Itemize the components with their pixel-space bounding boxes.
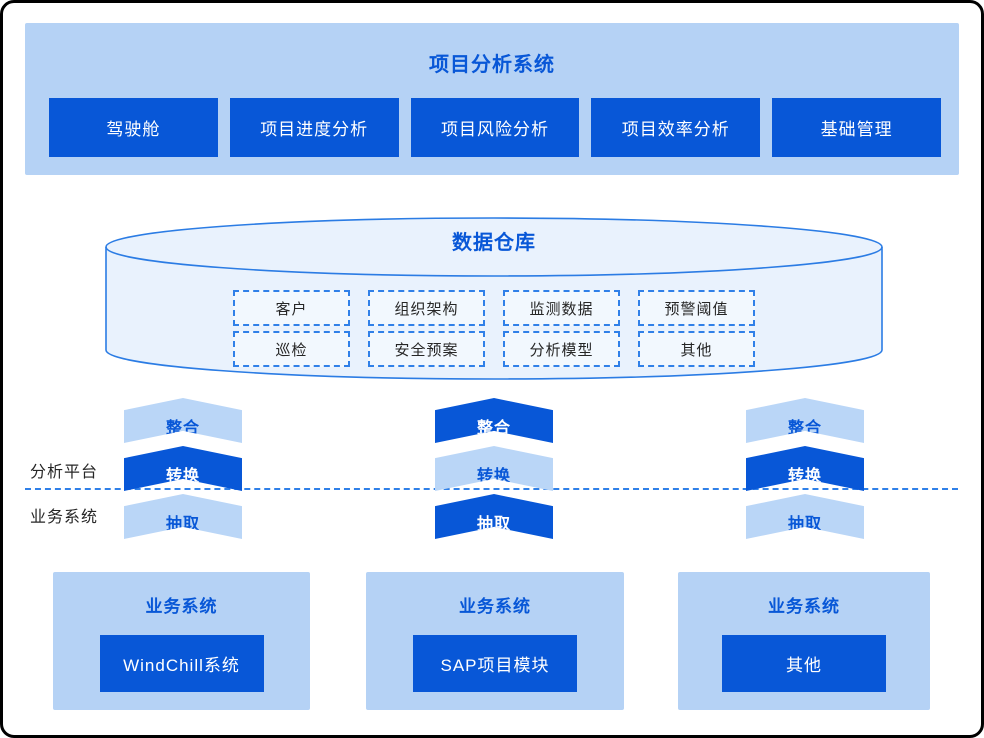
warehouse-title: 数据仓库: [452, 232, 536, 254]
chevron-transform-icon: 转换: [435, 446, 553, 491]
warehouse-item-safety-plan: 安全预案: [368, 331, 485, 367]
warehouse-item-inspection: 巡检: [233, 331, 350, 367]
zone-label-analysis-platform: 分析平台: [30, 464, 99, 481]
etl-chevron-column-2: 整合 转换 抽取: [435, 398, 553, 542]
module-button-progress-analysis[interactable]: 项目进度分析: [229, 98, 399, 157]
warehouse-item-monitoring: 监测数据: [503, 290, 620, 326]
module-button-cockpit[interactable]: 驾驶舱: [49, 98, 218, 157]
chevron-integrate-icon: 整合: [435, 398, 553, 443]
chevron-transform-icon: 转换: [746, 446, 864, 491]
chevron-extract-icon: 抽取: [124, 494, 242, 539]
module-button-risk-analysis[interactable]: 项目风险分析: [410, 98, 580, 157]
warehouse-item-customer: 客户: [233, 290, 350, 326]
module-button-row: 驾驶舱 项目进度分析 项目风险分析 项目效率分析 基础管理: [49, 98, 941, 157]
chevron-integrate-icon: 整合: [746, 398, 864, 443]
chevron-extract-icon: 抽取: [435, 494, 553, 539]
warehouse-item-other: 其他: [638, 331, 755, 367]
warehouse-item-grid: 客户 组织架构 监测数据 预警阈值 巡检 安全预案 分析模型 其他: [233, 290, 755, 367]
chevron-extract-icon: 抽取: [746, 494, 864, 539]
system-button-sap[interactable]: SAP项目模块: [413, 635, 577, 692]
business-system-box-other: 业务系统 其他: [678, 572, 930, 710]
warehouse-item-organization: 组织架构: [368, 290, 485, 326]
module-button-efficiency-analysis[interactable]: 项目效率分析: [591, 98, 761, 157]
platform-system-divider-line: [25, 488, 958, 490]
business-system-box-sap: 业务系统 SAP项目模块: [366, 572, 624, 710]
zone-label-business-system: 业务系统: [30, 509, 99, 526]
panel-title: 项目分析系统: [429, 54, 555, 76]
warehouse-item-threshold: 预警阈值: [638, 290, 755, 326]
business-system-box-windchill: 业务系统 WindChill系统: [53, 572, 310, 710]
chevron-transform-icon: 转换: [124, 446, 242, 491]
chevron-integrate-icon: 整合: [124, 398, 242, 443]
business-system-title: 业务系统: [145, 597, 218, 616]
project-analysis-panel: 项目分析系统 驾驶舱 项目进度分析 项目风险分析 项目效率分析 基础管理: [25, 23, 959, 175]
etl-chevron-column-1: 整合 转换 抽取: [124, 398, 242, 542]
module-button-basic-management[interactable]: 基础管理: [772, 98, 941, 157]
business-system-title: 业务系统: [768, 597, 840, 616]
system-button-other[interactable]: 其他: [722, 635, 886, 692]
warehouse-item-model: 分析模型: [503, 331, 620, 367]
system-button-windchill[interactable]: WindChill系统: [99, 635, 264, 692]
business-system-title: 业务系统: [459, 597, 531, 616]
etl-chevron-column-3: 整合 转换 抽取: [746, 398, 864, 542]
data-warehouse-cylinder: 数据仓库 客户 组织架构 监测数据 预警阈值 巡检 安全预案 分析模型 其他: [105, 216, 883, 381]
